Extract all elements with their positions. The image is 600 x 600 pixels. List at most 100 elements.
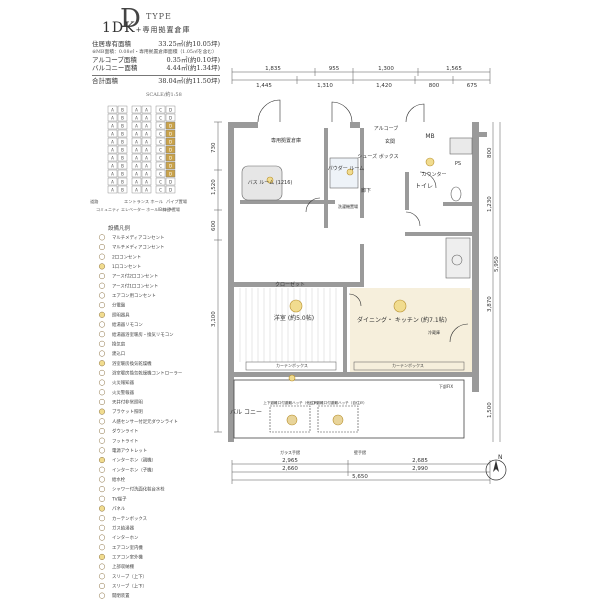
key-plan-cell [165, 113, 176, 122]
key-plan-cell-label: A [135, 156, 138, 161]
legend-symbol [98, 418, 106, 425]
legend-item-label: 浴室暖房換気乾燥機コントローラー [112, 370, 182, 377]
dim-top-8: 800 [429, 83, 440, 89]
room-entrance: 玄関 [385, 138, 395, 145]
key-label-community: コミュニティ エレベーター ホール・ロビー [96, 206, 174, 212]
total-area-label: 合計面積 [92, 77, 118, 86]
legend-symbol [98, 486, 106, 493]
legend-symbol [98, 243, 106, 251]
legend-symbol [98, 389, 106, 396]
key-plan-cell-label: A [135, 188, 138, 193]
legend-symbol [98, 263, 106, 270]
dim-right-4: 5,950 [494, 256, 500, 272]
balcony-outline [233, 379, 465, 439]
kitchen-counter [445, 237, 471, 279]
key-plan-cell-label: A [135, 124, 138, 129]
key-plan-cell [155, 129, 166, 138]
hatch-right-symbol [332, 414, 344, 426]
dim-left-1: 730 [211, 142, 217, 153]
key-plan-cell [131, 129, 142, 138]
legend-symbol [98, 292, 106, 299]
key-plan-cell-label: D [169, 180, 172, 185]
key-plan-cell [155, 113, 166, 122]
key-plan-cell-label: C [159, 140, 162, 145]
legend-symbol [98, 379, 106, 386]
key-label-entrance: エントランス ホール [124, 199, 163, 205]
key-plan-cell-label: B [121, 164, 124, 169]
north-label: N [498, 454, 503, 461]
key-plan-cell [131, 177, 142, 186]
key-plan-cell-label: B [121, 108, 124, 113]
balcony-area-value: 4.44㎡(約1.34坪) [166, 64, 220, 73]
key-plan-cell [131, 137, 142, 146]
room-hall: 廊下 [361, 187, 371, 194]
legend-symbol [98, 437, 106, 444]
type-word: TYPE [146, 12, 172, 21]
key-plan-cell-label: A [135, 180, 138, 185]
hatch-left [269, 405, 311, 433]
dim-left-3: 600 [211, 220, 217, 231]
area-divider [92, 75, 220, 77]
legend-symbol [98, 524, 106, 531]
legend-item-label: インターホン（親機） [112, 457, 156, 464]
legend-item-label: パネル [112, 506, 126, 512]
room-balcony: バル コニー [230, 409, 262, 416]
legend-symbol [98, 321, 106, 328]
key-plan-cell [155, 153, 166, 162]
legend-symbol [98, 427, 106, 435]
legend-item-label: 火災報知器 [112, 379, 135, 386]
key-plan-cell-label: C [159, 172, 162, 177]
legend-symbol [98, 553, 106, 560]
key-plan-cell-label: A [145, 116, 148, 121]
key-plan-cell-label: A [111, 132, 114, 137]
dim-bottom-3: 2,660 [282, 466, 298, 472]
key-plan-cell [131, 105, 142, 114]
key-plan-cell [141, 105, 152, 114]
key-plan-cell [117, 137, 128, 146]
key-plan-cell-label: A [135, 116, 138, 121]
legend-item-label: ダウンライト [112, 428, 138, 435]
legend-symbol [98, 369, 106, 376]
legend-item-label: シャワー付洗面化粧台水栓 [112, 486, 165, 493]
western-floor-lines [239, 288, 337, 362]
legend-item-label: エアコン用コンセント [112, 293, 156, 299]
legend-item-label: 火災警報器 [112, 389, 135, 396]
ceiling-lights [266, 157, 435, 382]
label-glass-rail: ガラス手摺 [280, 449, 300, 455]
key-plan-cell-label: A [135, 132, 138, 137]
legend-symbol [98, 360, 106, 367]
room-toilet: トイレ [415, 183, 433, 190]
key-plan-cell [165, 177, 176, 186]
legend-item-label: 照明器具 [112, 312, 130, 318]
key-plan-cell-label: D [169, 164, 172, 169]
top-dimensions [231, 68, 491, 84]
dim-bottom-1: 2,965 [282, 458, 298, 464]
key-plan-cell-label: D [169, 140, 172, 145]
key-plan-cell-label: A [111, 188, 114, 193]
toilet-fixture [450, 186, 462, 202]
label-wall-rail: 壁手摺 [354, 449, 366, 455]
key-plan-cell [155, 121, 166, 130]
equipment-legend: マルチメディアコンセントマルチメディアコンセント2口コンセント1口コンセントアー… [98, 234, 182, 599]
bathtub [241, 165, 283, 201]
key-plan-cell [117, 161, 128, 170]
key-plan-cell-label: A [135, 164, 138, 169]
legend-item-label: エアコン室外機 [112, 554, 143, 561]
key-plan-cell [117, 185, 128, 194]
legend-item-label: ガス給湯器 [112, 524, 135, 531]
key-plan-cell-label: B [121, 124, 124, 129]
key-plan-cell [131, 145, 142, 154]
room-closet: クローゼット [275, 281, 305, 288]
legend-symbol [98, 515, 106, 522]
dim-bottom-4: 2,990 [412, 466, 428, 472]
dim-right-1: 800 [487, 147, 493, 158]
legend-item-label: 上部収納棚 [112, 563, 135, 570]
key-plan-cell-label: A [145, 180, 148, 185]
key-plan-cell-label: D [169, 132, 172, 137]
key-plan-cell [141, 113, 152, 122]
legend-item-label: カーテンボックス [112, 515, 147, 522]
key-plan-cell-label: A [145, 172, 148, 177]
